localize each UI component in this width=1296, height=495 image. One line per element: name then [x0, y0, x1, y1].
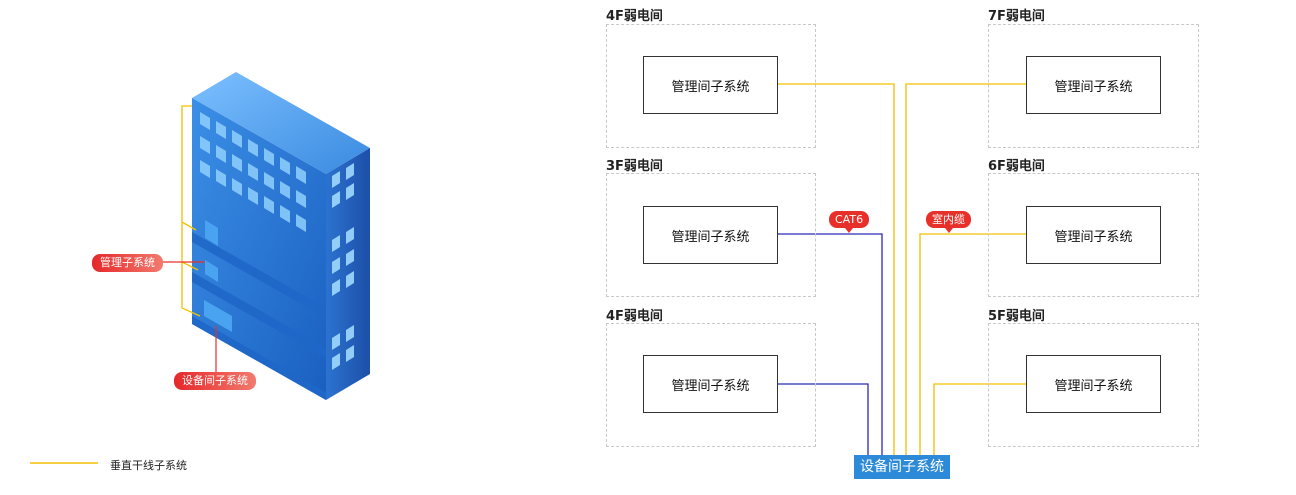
- callout-telecom-subsystem: 管理子系统: [92, 254, 163, 272]
- room-title-3f: 3F弱电间: [606, 159, 663, 174]
- cable-tag-cat6-text: CAT6: [835, 213, 864, 226]
- telecom-room-box-7f: 管理间子系统: [1026, 56, 1161, 114]
- telecom-room-box-4f-bottom: 管理间子系统: [643, 355, 778, 413]
- telecom-room-box-3f: 管理间子系统: [643, 206, 778, 264]
- cable-tag-indoor-text: 室内缆: [932, 213, 965, 226]
- room-title-4f-top: 4F弱电间: [606, 9, 663, 24]
- telecom-room-box-6f: 管理间子系统: [1026, 206, 1161, 264]
- room-4f-top: [606, 24, 816, 148]
- room-title-5f: 5F弱电间: [988, 309, 1045, 324]
- room-title-7f: 7F弱电间: [988, 9, 1045, 24]
- room-5f: [988, 323, 1199, 447]
- equipment-room-label: 设备间子系统: [854, 455, 950, 479]
- room-title-6f: 6F弱电间: [988, 159, 1045, 174]
- room-3f: [606, 173, 816, 297]
- legend-label: 垂直干线子系统: [110, 459, 187, 472]
- building-illustration: [160, 72, 370, 400]
- telecom-room-box-5f: 管理间子系统: [1026, 355, 1161, 413]
- room-6f: [988, 173, 1199, 297]
- rack-telecom-upper: [205, 220, 218, 246]
- cable-tag-cat6: CAT6: [829, 211, 870, 233]
- room-4f-bottom: [606, 323, 816, 447]
- legend-line: [30, 462, 98, 464]
- cable-tag-indoor: 室内缆: [926, 211, 971, 233]
- room-7f: [988, 24, 1199, 148]
- room-title-4f-bottom: 4F弱电间: [606, 309, 663, 324]
- callout-equipment-subsystem: 设备间子系统: [174, 372, 256, 390]
- telecom-room-box-4f-top: 管理间子系统: [643, 56, 778, 114]
